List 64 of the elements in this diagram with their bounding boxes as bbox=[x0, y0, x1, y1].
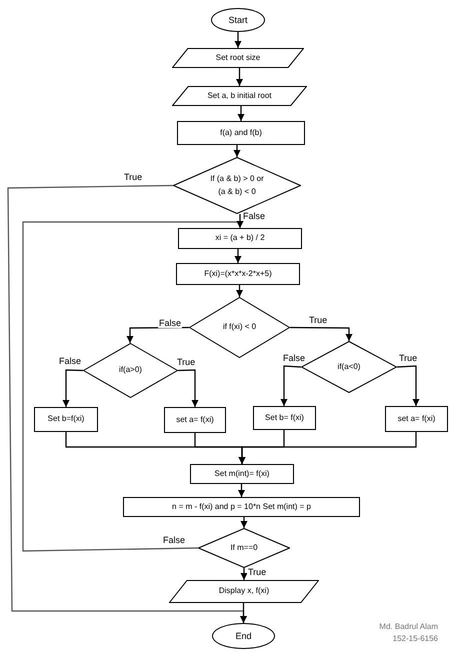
node-text: Set b= f(xi) bbox=[265, 412, 304, 424]
edge-label: True bbox=[123, 173, 144, 182]
arrow bbox=[280, 365, 302, 406]
arrow bbox=[233, 145, 241, 157]
node-text: Set a, b initial root bbox=[207, 90, 272, 102]
terminal-oval bbox=[211, 8, 265, 32]
arrow bbox=[240, 517, 248, 528]
edge-label: False bbox=[158, 319, 182, 328]
arrow bbox=[178, 369, 199, 407]
node-text: Display x, f(xi) bbox=[218, 585, 270, 598]
node-text: F(xi)=(x*x*x-2*x+5) bbox=[204, 268, 272, 280]
process-box bbox=[177, 121, 305, 145]
arrow bbox=[238, 432, 417, 464]
process-box bbox=[190, 464, 294, 484]
process-box bbox=[34, 407, 98, 432]
node-text: If m==0 bbox=[229, 542, 259, 554]
edge-label: False bbox=[282, 354, 306, 363]
node-text: set a= f(xi) bbox=[176, 414, 214, 426]
node-text: if(a<0) bbox=[336, 360, 362, 373]
arrow bbox=[236, 68, 244, 86]
process-box bbox=[385, 406, 448, 432]
edge-label: True bbox=[398, 354, 418, 363]
node-text: Start bbox=[228, 14, 248, 27]
edge-label: True bbox=[247, 568, 268, 577]
node-text: Set b=f(xi) bbox=[48, 413, 84, 426]
edge-label: False bbox=[58, 357, 82, 366]
arrow bbox=[290, 326, 353, 341]
edge-label: False bbox=[162, 536, 186, 545]
edge-label: True bbox=[176, 358, 196, 367]
node-text: End bbox=[235, 630, 252, 643]
arrow bbox=[22, 220, 244, 552]
decision-diamond bbox=[198, 528, 290, 568]
arrow bbox=[236, 285, 244, 297]
node-text: f(a) and f(b) bbox=[220, 126, 262, 139]
author-note: Md. Badrul Alam bbox=[379, 621, 438, 633]
process-box bbox=[164, 407, 226, 433]
arrow bbox=[62, 369, 84, 407]
node-text: xi = (a + b) / 2 bbox=[215, 232, 265, 244]
input-parallelogram bbox=[172, 48, 304, 68]
process-box bbox=[178, 228, 302, 249]
arrow bbox=[234, 32, 242, 48]
process-box bbox=[253, 406, 316, 430]
node-text: Set m(int)= f(xi) bbox=[214, 468, 270, 480]
edge-label: False bbox=[242, 212, 266, 221]
node-text: If (a & b) > 0 or (a & b) < 0 bbox=[209, 172, 265, 198]
arrow bbox=[396, 365, 420, 406]
node-text: if(a>0) bbox=[118, 364, 143, 376]
process-box bbox=[176, 263, 300, 285]
input-parallelogram bbox=[172, 86, 307, 106]
arrow bbox=[237, 106, 245, 121]
arrow bbox=[234, 249, 242, 263]
decision-diamond bbox=[173, 157, 301, 214]
node-text: set a= f(xi) bbox=[398, 412, 436, 425]
arrow bbox=[238, 484, 246, 497]
arrow bbox=[240, 603, 248, 623]
decision-diamond bbox=[83, 343, 178, 398]
node-text: if f(xi) < 0 bbox=[222, 321, 258, 334]
edge-label: True bbox=[308, 316, 328, 325]
node-text: n = m - f(xi) and p = 10*n Set m(int) = p bbox=[172, 500, 311, 513]
arrow bbox=[240, 568, 248, 580]
author-note: 152-15-6156 bbox=[392, 633, 438, 645]
node-text: Set root size bbox=[216, 52, 260, 64]
output-parallelogram bbox=[169, 580, 319, 603]
process-box bbox=[123, 497, 360, 517]
